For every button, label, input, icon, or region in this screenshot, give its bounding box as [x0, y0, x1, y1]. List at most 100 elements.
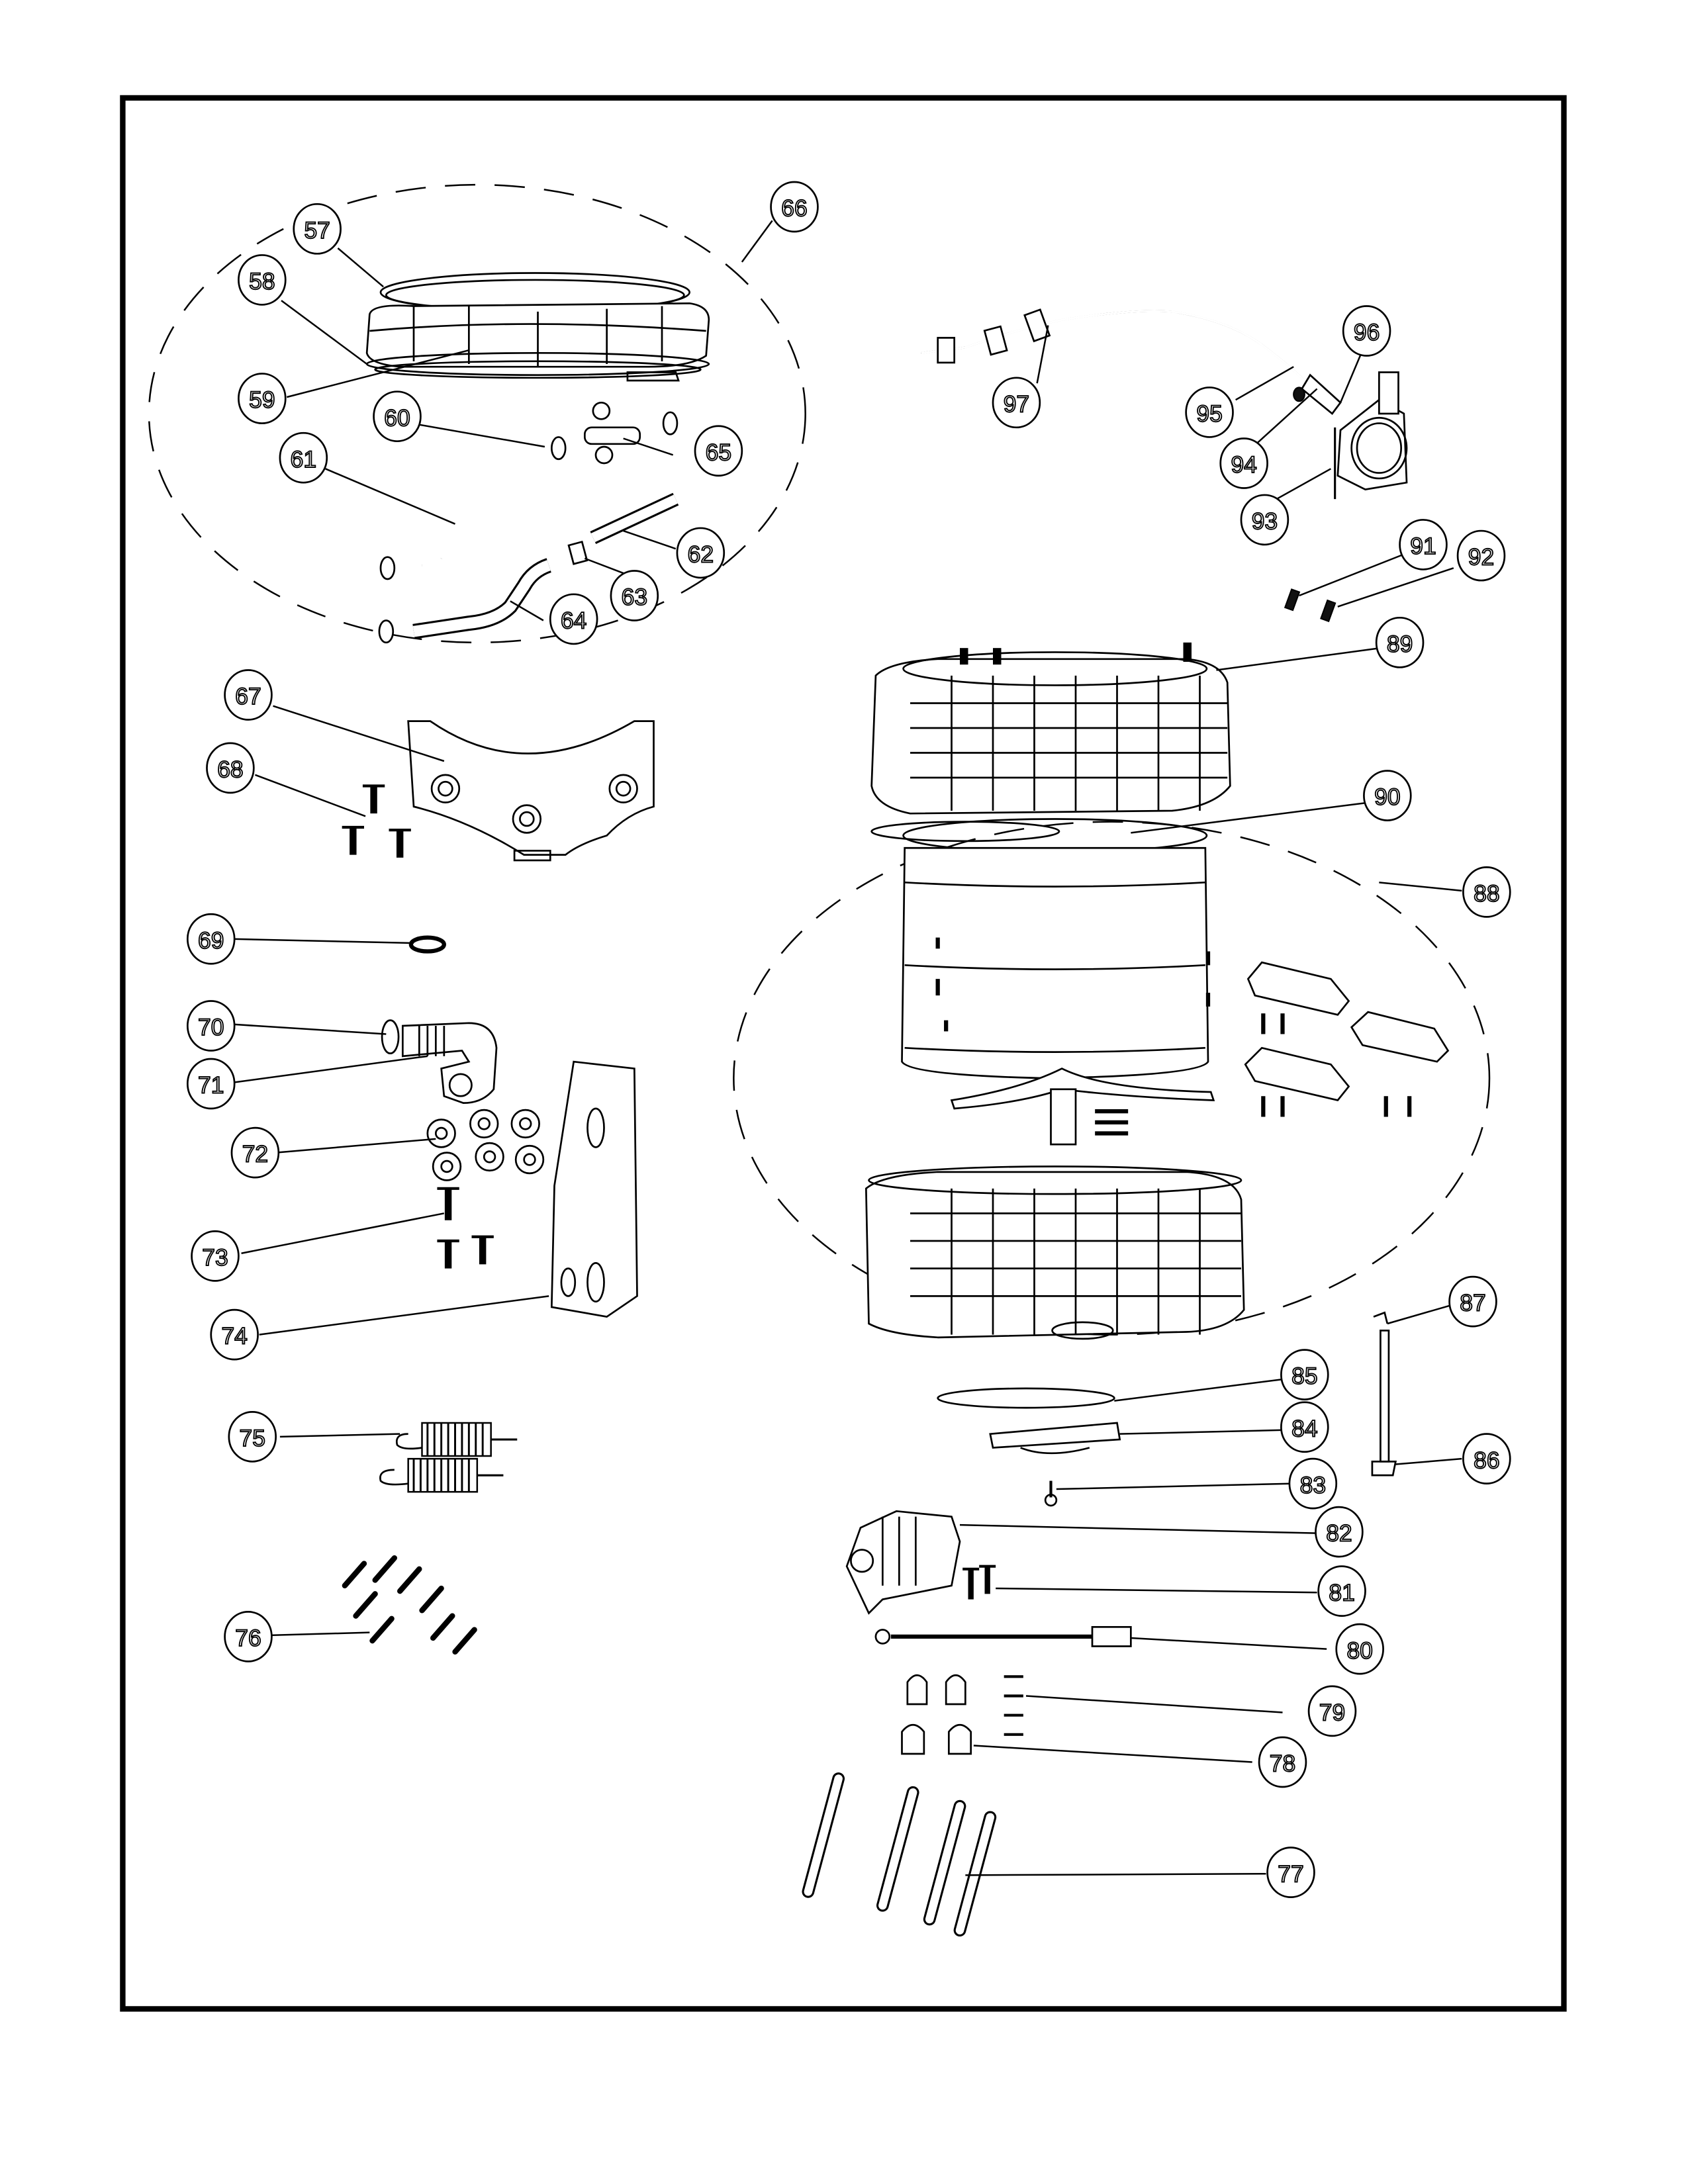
callout-bubble [1363, 770, 1412, 821]
callout-bubble [1266, 1846, 1315, 1899]
pulley-drawing [989, 1422, 1121, 1455]
bolts-68-drawing [342, 784, 411, 858]
callout-95: 95 [1185, 387, 1234, 438]
callout-bubble [1448, 1275, 1497, 1328]
callout-bubble [1307, 1685, 1357, 1737]
callout-bubble [1399, 519, 1448, 570]
callout-number: 59 [249, 387, 275, 413]
callout-number: 93 [1252, 508, 1278, 535]
tub-rear-drawing [870, 642, 1231, 815]
callout-82: 82 [1315, 1506, 1364, 1558]
callout-number: 87 [1460, 1290, 1485, 1316]
callout-bubble [1219, 437, 1268, 489]
motor-drawing [845, 1510, 961, 1615]
callout-bubble [293, 203, 342, 255]
shock-absorbers-drawing [802, 1772, 997, 1937]
callout-57: 57 [293, 203, 342, 255]
callout-bubble [1280, 1401, 1329, 1453]
callout-number: 74 [221, 1323, 247, 1349]
callout-number: 68 [217, 756, 243, 783]
callout-77: 77 [1266, 1846, 1315, 1899]
callout-number: 75 [240, 1425, 265, 1451]
callout-97: 97 [992, 377, 1041, 429]
callout-58: 58 [238, 254, 287, 306]
callout-bubble [1335, 1623, 1384, 1675]
suspension-rod-drawing [1371, 1311, 1397, 1477]
callout-bubble [549, 593, 598, 645]
hose-clamp-drawing [550, 436, 567, 461]
callout-bubble [238, 373, 287, 424]
callout-bubble [1342, 305, 1391, 357]
pins-79-drawing [1004, 1675, 1023, 1736]
callout-74: 74 [210, 1308, 259, 1361]
callout-number: 78 [1270, 1751, 1295, 1777]
wire-harness-drawing [921, 308, 1309, 385]
callout-number: 88 [1474, 880, 1499, 907]
callout-number: 62 [688, 541, 714, 568]
springs-drawing [379, 1422, 518, 1493]
callout-96: 96 [1342, 305, 1391, 357]
callout-62: 62 [676, 527, 726, 579]
callout-68: 68 [206, 742, 255, 794]
callout-91: 91 [1399, 519, 1448, 570]
drum-lifters-drawing [1244, 961, 1450, 1117]
washers-drawing [426, 1109, 545, 1181]
callout-bubble [992, 377, 1041, 429]
callout-65: 65 [694, 425, 743, 477]
callout-bubble [238, 254, 287, 306]
callout-number: 94 [1231, 451, 1256, 478]
callout-bubble [1375, 616, 1425, 668]
callout-72: 72 [230, 1126, 280, 1179]
callout-bubble [210, 1308, 259, 1361]
callout-bubble [1240, 494, 1289, 546]
callout-84: 84 [1280, 1401, 1329, 1453]
callout-number: 92 [1468, 544, 1494, 570]
callouts: 5758596061626364656667686970717273747576… [186, 181, 1511, 1899]
callout-bubble [224, 1611, 273, 1662]
callout-73: 73 [191, 1230, 240, 1282]
callout-number: 95 [1196, 400, 1222, 427]
drum-drawing [901, 818, 1215, 1146]
callout-number: 81 [1329, 1579, 1354, 1606]
connector-drawing [583, 401, 679, 465]
callout-number: 58 [249, 268, 275, 295]
callout-number: 83 [1300, 1472, 1326, 1498]
callout-bubble [770, 181, 819, 233]
hose-drawing [378, 558, 552, 644]
belt-drawing [937, 1387, 1115, 1409]
counterweight-drawing [550, 1060, 638, 1318]
callout-bubble [186, 1000, 236, 1052]
callout-number: 69 [198, 927, 224, 954]
callout-number: 82 [1326, 1520, 1352, 1547]
callout-number: 77 [1278, 1860, 1303, 1887]
callout-60: 60 [373, 390, 422, 443]
callout-number: 89 [1387, 631, 1413, 657]
callout-88: 88 [1462, 866, 1511, 918]
callout-64: 64 [549, 593, 598, 645]
assembly-66-outline [148, 183, 806, 644]
screws-drawing [342, 1555, 477, 1655]
diagram-frame [120, 95, 1567, 2012]
callout-number: 65 [706, 439, 731, 465]
damper-brackets-drawing [901, 1674, 972, 1755]
callout-bubble [373, 390, 422, 443]
callout-bubble [1462, 1433, 1511, 1485]
callout-number: 61 [291, 446, 316, 473]
callout-bubble [279, 432, 328, 484]
callout-bubble [186, 913, 236, 965]
tub-front-drawing [865, 1165, 1245, 1340]
callout-bubble [1456, 529, 1506, 582]
door-gasket-drawing [365, 272, 710, 382]
callout-number: 71 [198, 1072, 224, 1099]
callout-number: 63 [622, 584, 647, 610]
drain-pump-drawing [1293, 371, 1408, 500]
callout-67: 67 [224, 669, 273, 721]
callout-number: 73 [202, 1244, 228, 1271]
bracket-drawing [407, 720, 655, 862]
callout-61: 61 [279, 432, 328, 484]
callout-number: 79 [1319, 1700, 1345, 1726]
callout-bubble [1185, 387, 1234, 438]
callout-number: 72 [242, 1141, 268, 1167]
callout-bubble [186, 1058, 236, 1110]
callout-bubble [1280, 1349, 1329, 1400]
